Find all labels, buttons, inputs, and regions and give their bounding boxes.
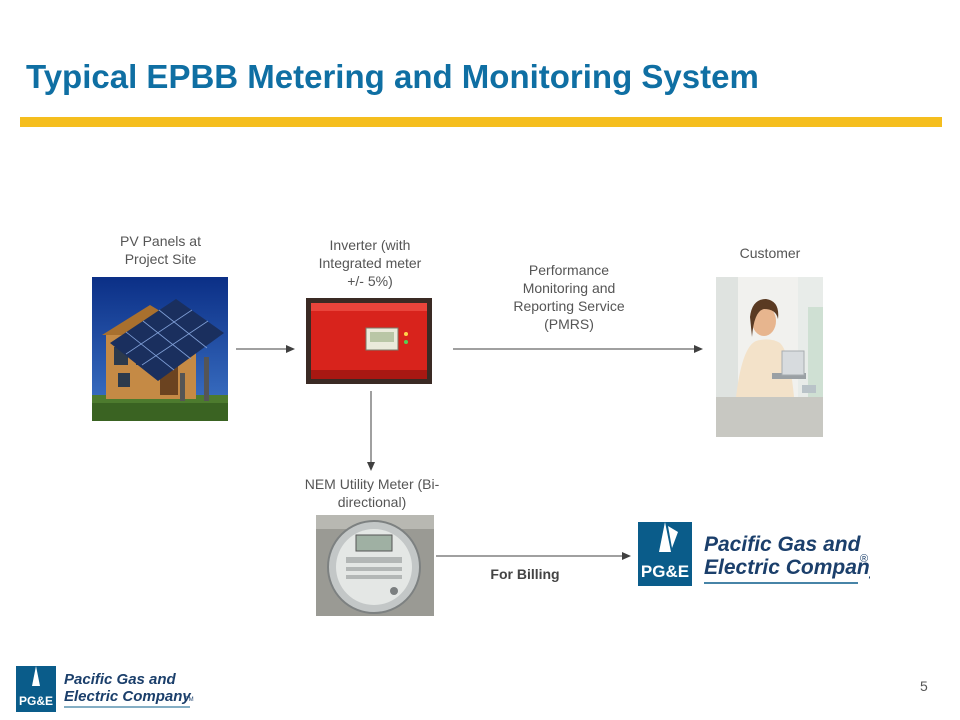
pmrs-label: Performance Monitoring and Reporting Ser… [494,261,644,333]
pge-logo-footer: PG&E Pacific Gas and Electric Company TM [14,664,194,714]
inverter-label: Inverter (with Integrated meter +/- 5%) [300,236,440,290]
inverter-label-line: +/- 5%) [347,273,393,289]
pge-logo-footer-name-line: Pacific Gas and [64,671,177,688]
pge-logo-footer-mark-text: PG&E [19,694,53,708]
pmrs-label-line: Reporting Service [513,298,625,314]
page-title: Typical EPBB Metering and Monitoring Sys… [26,58,759,95]
customer-label: Customer [710,244,830,262]
pv-panels-label-line: Project Site [124,251,197,267]
for-billing-label: For Billing [490,566,560,582]
nem-meter-photo [316,515,434,616]
pv-panels-label-line: PV Panels at [120,233,201,249]
registered-mark: ® [860,553,868,565]
customer-photo [716,277,823,437]
customer-label-line: Customer [739,245,801,261]
pge-logo-mark-text: PG&E [641,562,689,581]
nem-meter-label-line: NEM Utility Meter (Bi- [304,476,440,492]
pmrs-label-line: Monitoring and [522,280,616,296]
inverter-label-line: Integrated meter [318,255,422,271]
inverter-photo [306,298,432,384]
pmrs-label-line: Performance [528,262,610,278]
trademark-mark: TM [185,697,194,703]
pge-logo-name-line: Electric Company [704,556,870,579]
pv-panels-photo [92,277,228,421]
pge-logo-main: PG&E Pacific Gas and Electric Company ® [638,522,870,586]
nem-meter-label: NEM Utility Meter (Bi- directional) [286,475,458,511]
inverter-label-line: Inverter (with [329,237,411,253]
page-number: 5 [920,678,928,694]
title-divider [20,117,942,127]
nem-meter-label-line: directional) [337,494,407,510]
pge-logo-footer-name-line: Electric Company [64,688,191,705]
pv-panels-label: PV Panels at Project Site [88,232,233,268]
pge-logo-name-line: Pacific Gas and [704,533,862,556]
pmrs-label-line: (PMRS) [544,316,594,332]
